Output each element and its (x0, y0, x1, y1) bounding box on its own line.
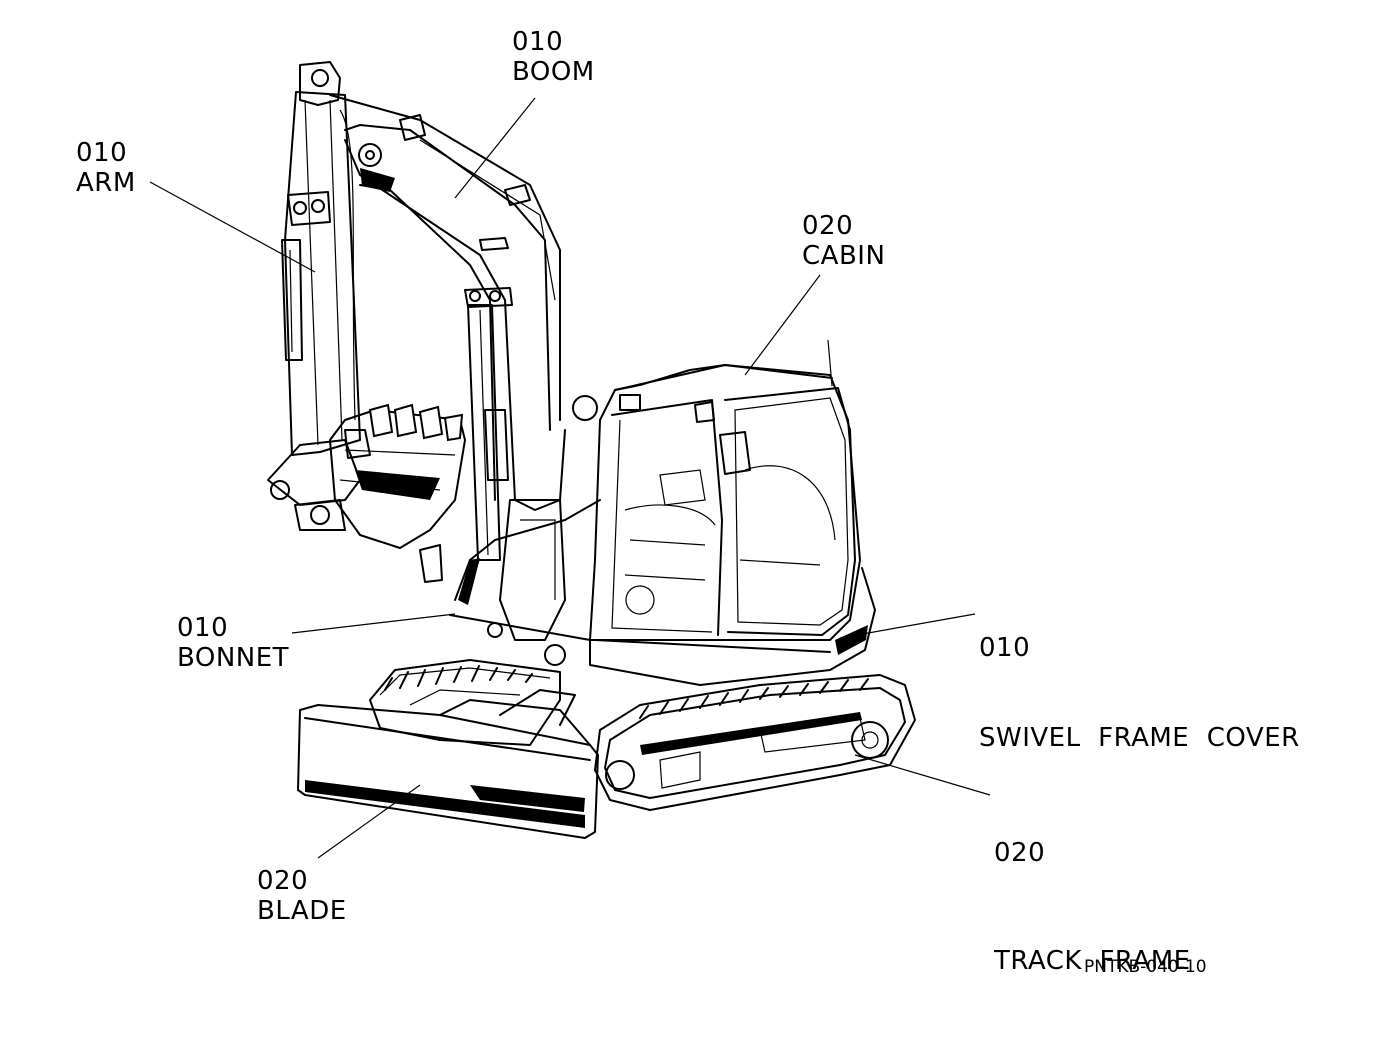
callout-track-frame-name: TRACK FRAME (994, 946, 1191, 976)
boom-part (329, 94, 566, 511)
excavator-drawing (149, 61, 991, 859)
callout-arm-name: ARM (76, 168, 136, 198)
callout-boom-name: BOOM (512, 57, 595, 87)
callout-bonnet-code: 010 (177, 613, 229, 643)
track-frame-part (369, 659, 916, 811)
callout-swivel-frame-cover-name: SWIVEL FRAME COVER (979, 723, 1300, 753)
callout-cabin: 020 CABIN (802, 211, 885, 271)
callout-blade-code: 020 (257, 866, 309, 896)
blade-part (297, 689, 599, 839)
callout-blade: 020 BLADE (257, 866, 347, 926)
boom-leader (454, 97, 536, 199)
callout-swivel-frame-cover-code: 010 (979, 633, 1031, 663)
callout-bonnet: 010 BONNET (177, 613, 289, 673)
callout-track-frame: 020 TRACK FRAME (994, 763, 1191, 1051)
blade-leader (317, 784, 421, 859)
parts-diagram: 010 BOOM 010 ARM 020 CABIN 010 SWIVEL FR… (76, 27, 1300, 977)
track-frame-leader (854, 754, 991, 796)
callout-arm: 010 ARM (76, 138, 136, 198)
bonnet-leader (291, 613, 456, 634)
cabin-part (572, 364, 861, 641)
leader-lines (149, 97, 991, 859)
drawing-reference-code: PNTKB-040-10 (1084, 957, 1207, 977)
bucket-part (329, 403, 466, 549)
callout-cabin-code: 020 (802, 211, 854, 241)
callout-track-frame-code: 020 (994, 838, 1046, 868)
cabin-leader-secondary (827, 339, 833, 387)
swivel-frame-cover-leader (839, 613, 976, 639)
cabin-leader (744, 274, 821, 376)
arm-leader (149, 181, 316, 273)
callout-cabin-name: CABIN (802, 241, 886, 271)
callout-swivel-frame-cover: 010 SWIVEL FRAME COVER (979, 573, 1300, 813)
callout-boom-code: 010 (512, 27, 564, 57)
callout-bonnet-name: BONNET (177, 643, 290, 673)
callout-arm-code: 010 (76, 138, 128, 168)
arm-part (267, 61, 361, 531)
callout-blade-name: BLADE (257, 896, 347, 926)
callout-boom: 010 BOOM (512, 27, 595, 87)
boom-cylinder (467, 304, 509, 561)
swivel-frame-cover-part (419, 499, 876, 686)
